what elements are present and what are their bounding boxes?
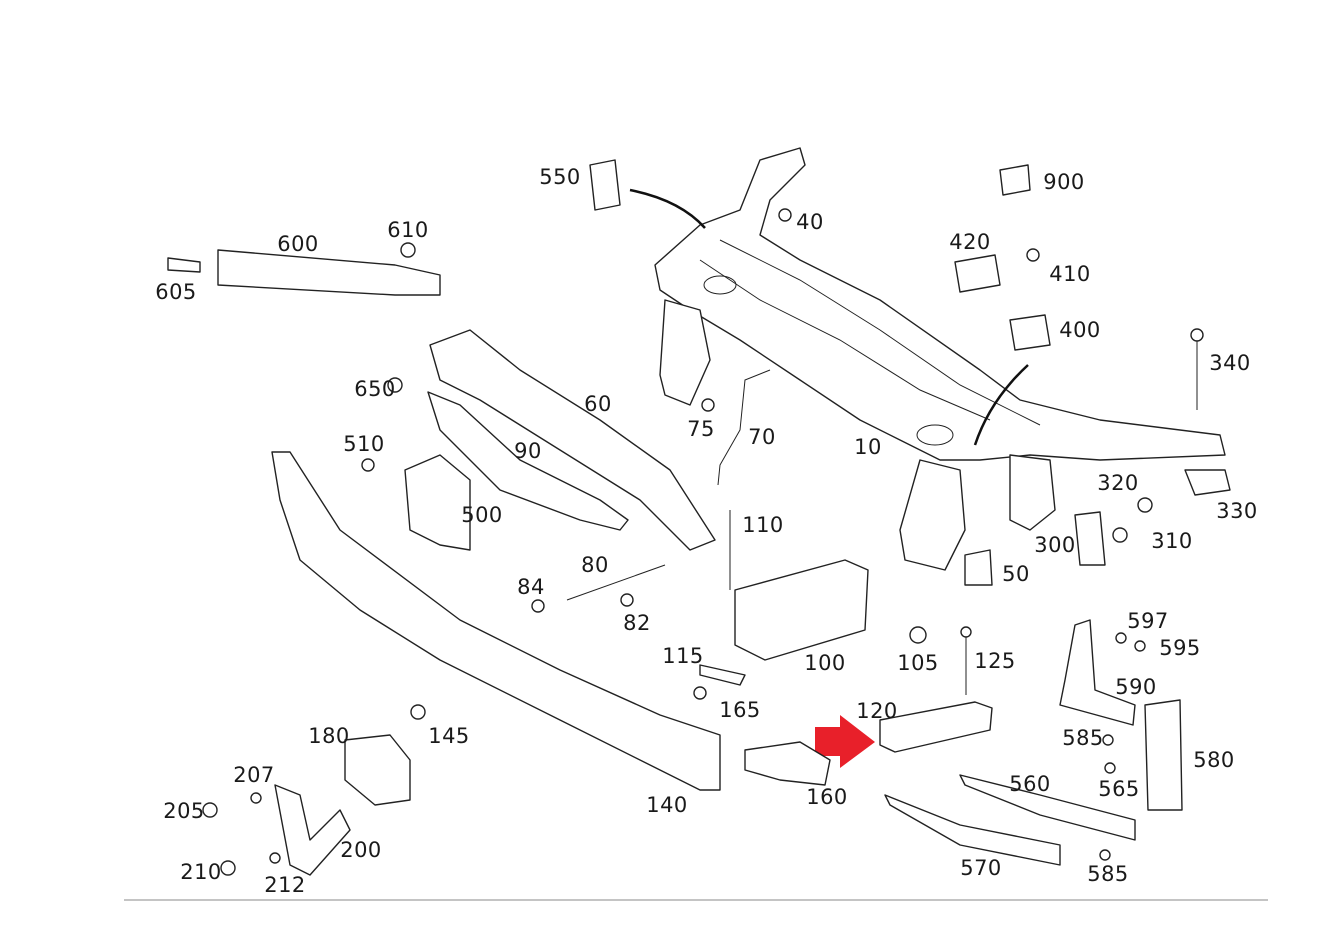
part-605-bolt: [167, 257, 201, 273]
part-label[interactable]: 210: [180, 860, 222, 884]
part-label[interactable]: 595: [1159, 636, 1201, 660]
part-610-nut: [400, 242, 416, 258]
part-label[interactable]: 50: [1002, 562, 1030, 586]
part-500-bracket: [404, 454, 471, 551]
part-70-rod: [717, 369, 771, 486]
part-590-bracket: [1059, 619, 1136, 726]
part-label[interactable]: 565: [1098, 777, 1140, 801]
part-label[interactable]: 400: [1059, 318, 1101, 342]
part-label[interactable]: 200: [340, 838, 382, 862]
part-label[interactable]: 100: [804, 651, 846, 675]
part-label[interactable]: 60: [584, 392, 612, 416]
part-180-cover: [344, 734, 411, 806]
part-label[interactable]: 180: [308, 724, 350, 748]
part-160-bracket: [744, 741, 831, 786]
part-550-buffer: [589, 159, 621, 211]
part-label[interactable]: 110: [742, 513, 784, 537]
part-120-bracket: [879, 701, 993, 753]
part-label[interactable]: 140: [646, 793, 688, 817]
part-label[interactable]: 330: [1216, 499, 1258, 523]
part-label[interactable]: 82: [623, 611, 651, 635]
part-label[interactable]: 900: [1043, 170, 1085, 194]
part-570-rail: [884, 794, 1061, 866]
part-label[interactable]: 300: [1034, 533, 1076, 557]
part-label[interactable]: 84: [517, 575, 545, 599]
part-label[interactable]: 510: [343, 432, 385, 456]
part-label[interactable]: 40: [796, 210, 824, 234]
part-label[interactable]: 420: [949, 230, 991, 254]
part-label[interactable]: 560: [1009, 772, 1051, 796]
pointer-arrow: [973, 364, 1029, 446]
part-label[interactable]: 207: [233, 763, 275, 787]
part-label[interactable]: 550: [539, 165, 581, 189]
part-label[interactable]: 570: [960, 856, 1002, 880]
part-label[interactable]: 10: [854, 435, 882, 459]
part-80-pin: [566, 564, 666, 601]
part-label[interactable]: 605: [155, 280, 197, 304]
part-label[interactable]: 597: [1127, 609, 1169, 633]
part-label[interactable]: 115: [662, 644, 704, 668]
part-label[interactable]: 70: [748, 425, 776, 449]
part-label[interactable]: 205: [163, 799, 205, 823]
part-60-crossmember: [429, 329, 716, 551]
part-label[interactable]: 125: [974, 649, 1016, 673]
part-label[interactable]: 165: [719, 698, 761, 722]
part-200-bracket: [274, 784, 351, 876]
part-label[interactable]: 590: [1115, 675, 1157, 699]
part-600-bracket: [217, 249, 441, 296]
part-label[interactable]: 585: [1087, 862, 1129, 886]
part-label[interactable]: 340: [1209, 351, 1251, 375]
fasteners: [202, 164, 1231, 876]
part-label[interactable]: 160: [806, 785, 848, 809]
part-label[interactable]: 500: [461, 503, 503, 527]
part-label[interactable]: 105: [897, 651, 939, 675]
part-label[interactable]: 90: [514, 439, 542, 463]
part-label[interactable]: 145: [428, 724, 470, 748]
part-label[interactable]: 80: [581, 553, 609, 577]
part-100-absorber: [734, 559, 869, 661]
part-580-support: [1144, 699, 1183, 811]
part-label[interactable]: 650: [354, 377, 396, 401]
part-label[interactable]: 410: [1049, 262, 1091, 286]
part-10-front-end-carrier: [654, 147, 1226, 571]
part-label[interactable]: 310: [1151, 529, 1193, 553]
part-label-highlighted[interactable]: 120: [856, 699, 898, 723]
part-label[interactable]: 610: [387, 218, 429, 242]
part-label[interactable]: 75: [687, 417, 715, 441]
part-90-reinforcement: [427, 391, 629, 531]
part-560-rail: [959, 774, 1136, 841]
part-label[interactable]: 320: [1097, 471, 1139, 495]
part-label[interactable]: 600: [277, 232, 319, 256]
part-label[interactable]: 580: [1193, 748, 1235, 772]
part-label[interactable]: 212: [264, 873, 306, 897]
highlight-arrow-icon: [815, 715, 875, 768]
part-140-bumper-beam: [271, 451, 721, 791]
part-label[interactable]: 585: [1062, 726, 1104, 750]
pointer-arrow: [629, 188, 706, 229]
